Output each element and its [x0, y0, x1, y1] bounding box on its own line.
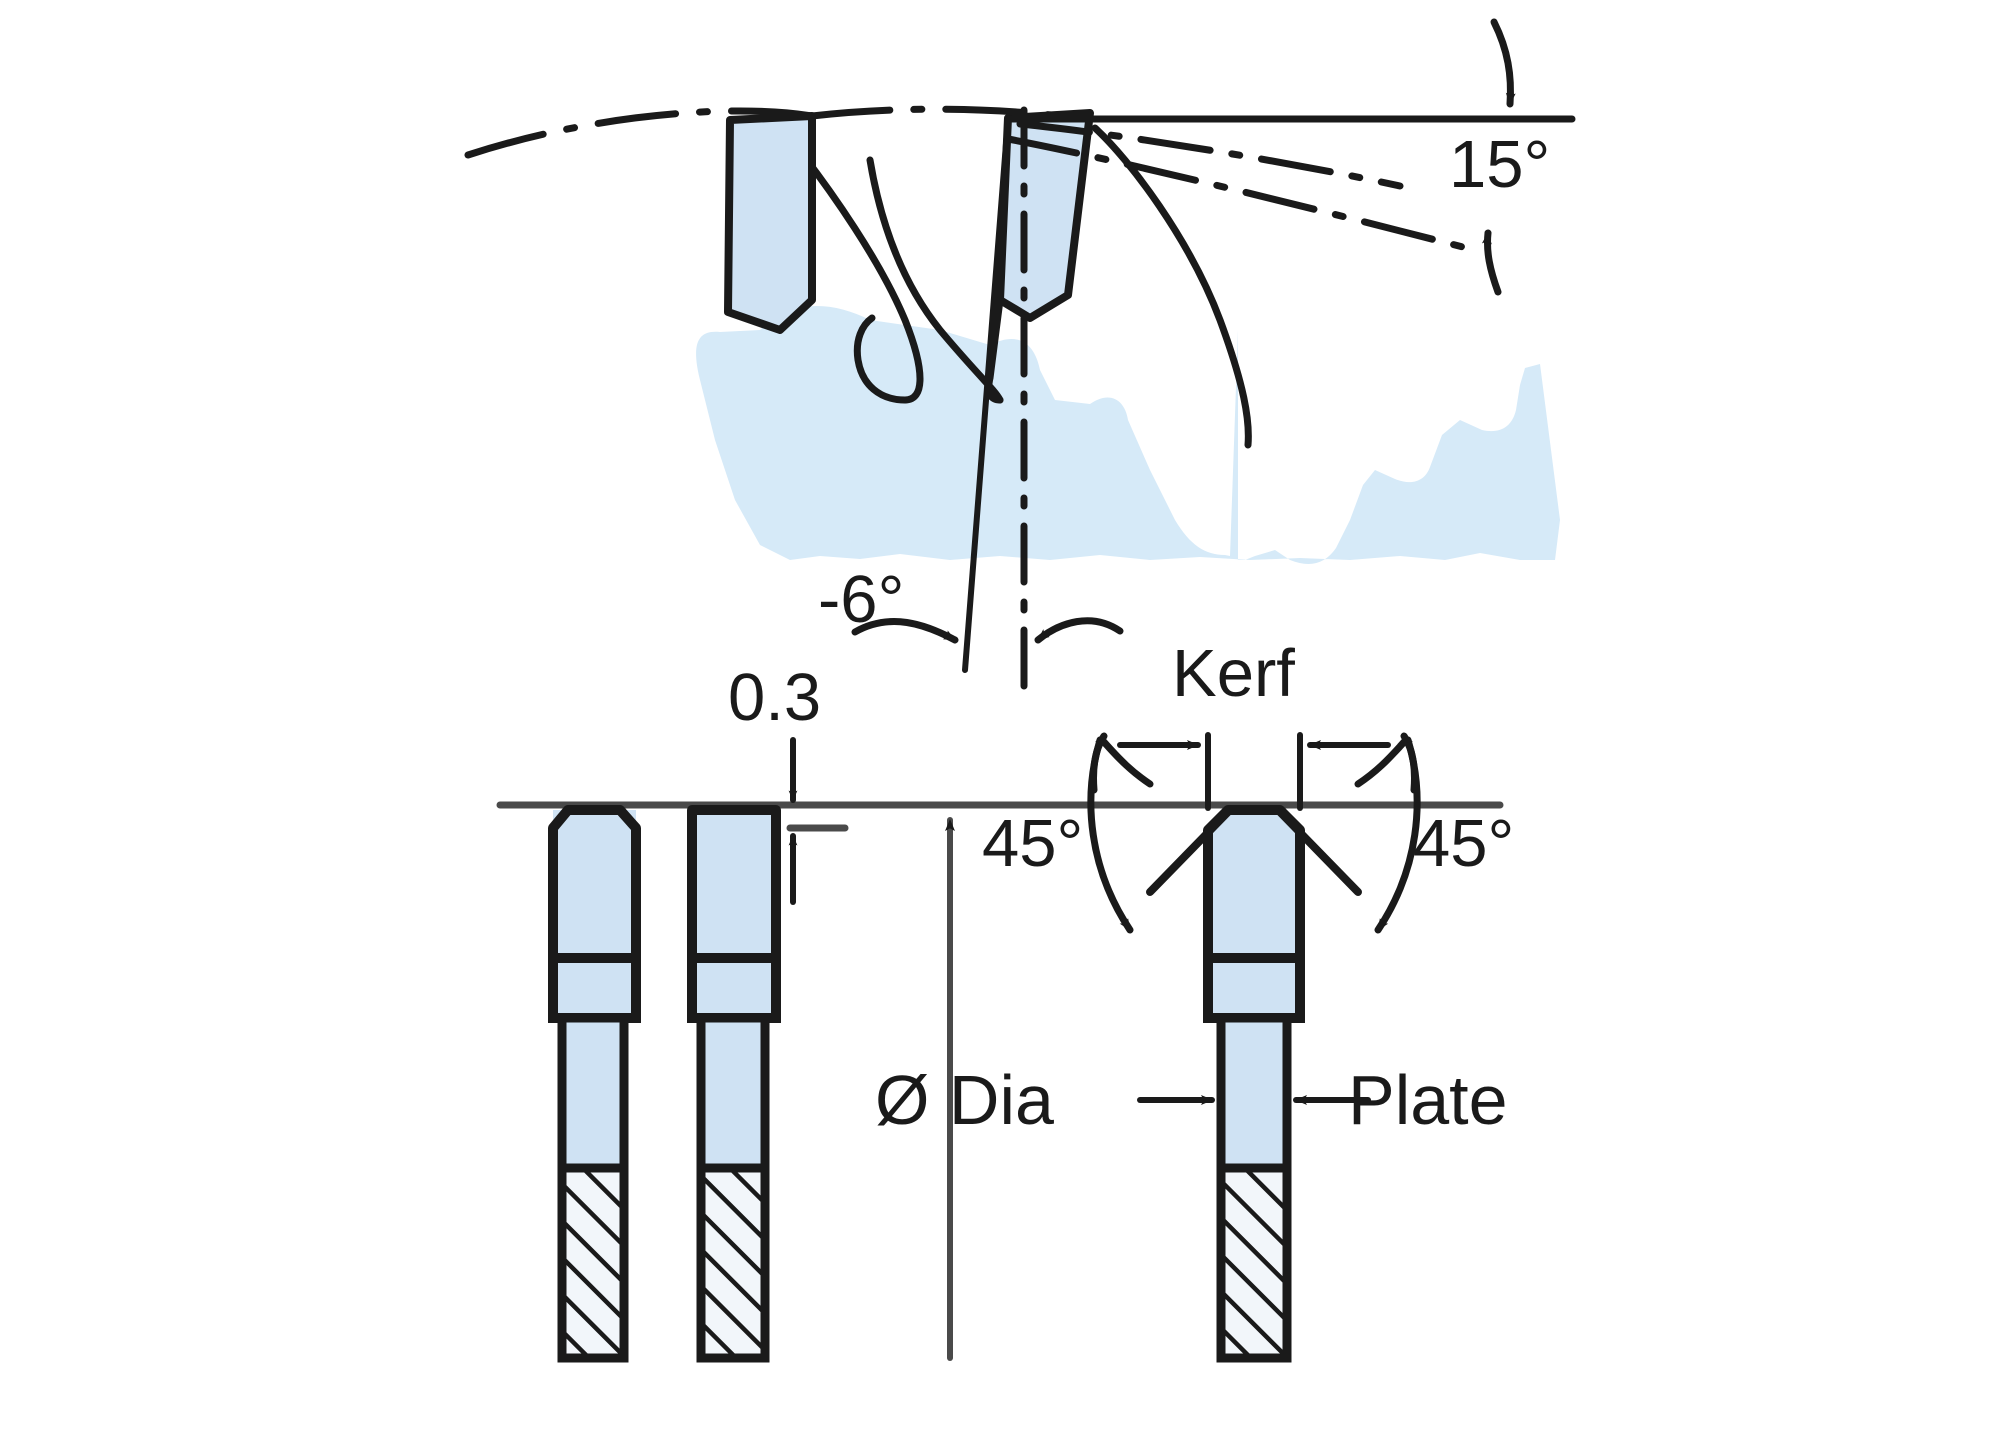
label-diameter: Ø Dia	[875, 1061, 1054, 1139]
tooth-front-left	[548, 805, 641, 1363]
blade-rim-arc	[464, 105, 1064, 159]
label-plate: Plate	[1348, 1061, 1508, 1139]
dimension-kerf	[1117, 732, 1391, 811]
label-angle-15: 15°	[1449, 127, 1551, 202]
blade-body-top-view	[696, 306, 1560, 564]
angle-45-arcs	[1087, 732, 1421, 934]
label-angle-45-right: 45°	[1413, 806, 1515, 881]
dimension-0-3	[786, 737, 849, 905]
hook-angle-lines	[962, 106, 1028, 694]
angle-15-arrows	[1481, 18, 1516, 296]
label-angle-45-left: 45°	[982, 806, 1084, 881]
label-dimension-0-3: 0.3	[728, 660, 822, 735]
tooth-front-second	[687, 805, 781, 1363]
angle-15-reference-lines	[1004, 115, 1576, 256]
label-kerf: Kerf	[1172, 636, 1295, 711]
label-angle-minus6: -6°	[818, 562, 905, 637]
tooth-front-right	[1146, 805, 1362, 1363]
tooth-tip-left	[724, 112, 816, 334]
angle-minus6-arrows	[851, 617, 1124, 644]
